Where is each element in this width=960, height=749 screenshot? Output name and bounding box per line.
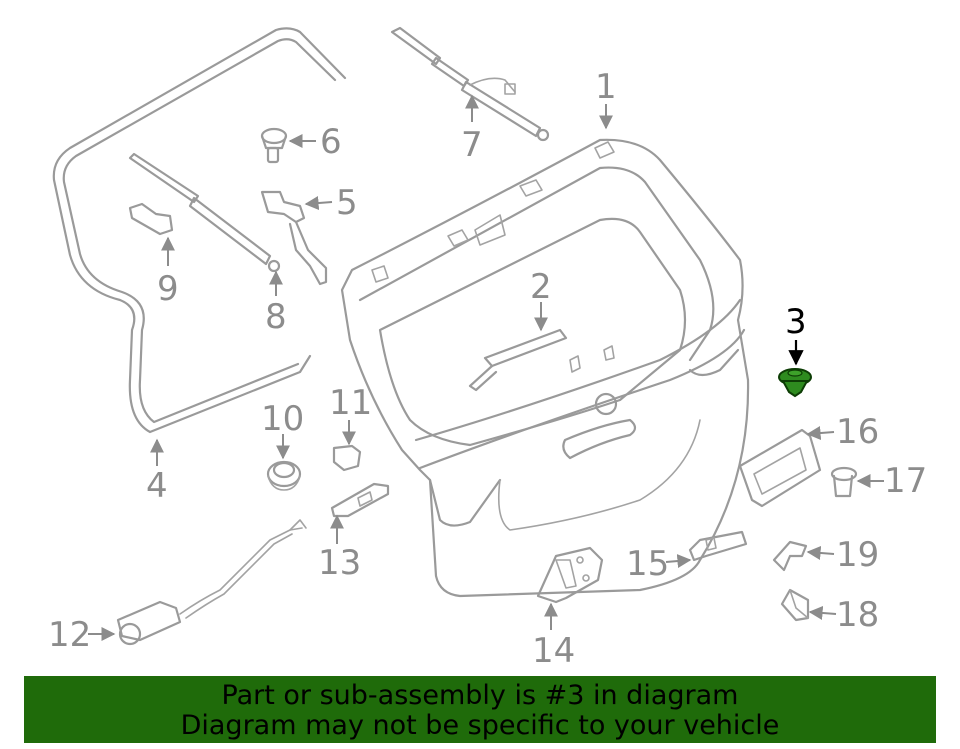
callout-11: 11	[329, 383, 372, 446]
callout-6: 6	[288, 122, 342, 162]
info-banner: Part or sub-assembly is #3 in diagram Di…	[24, 676, 936, 743]
callout-label-7: 7	[461, 125, 483, 165]
part-grommet	[266, 460, 302, 491]
callout-8: 8	[265, 270, 287, 337]
callout-label-11: 11	[329, 383, 372, 423]
part-small-bracket	[772, 540, 808, 572]
callout-label-19: 19	[836, 535, 879, 575]
callout-label-17: 17	[884, 461, 927, 501]
callout-14: 14	[532, 602, 575, 671]
callout-label-18: 18	[836, 595, 879, 635]
banner-line-2: Diagram may not be specific to your vehi…	[180, 710, 780, 741]
callout-3: 3	[785, 302, 807, 366]
part-power-strut-upper	[390, 26, 550, 142]
callout-9: 9	[157, 236, 179, 309]
callout-label-3: 3	[785, 302, 807, 342]
part-bracket	[128, 202, 174, 236]
callout-label-8: 8	[265, 297, 287, 337]
callout-18: 18	[808, 595, 879, 635]
callout-7: 7	[461, 94, 483, 165]
callout-label-14: 14	[532, 631, 575, 671]
part-actuator-cable	[116, 519, 307, 646]
part-lamp	[688, 530, 748, 562]
callout-13: 13	[318, 514, 361, 583]
part-plate-bracket	[738, 428, 822, 508]
part-bolt	[260, 127, 288, 164]
callout-label-10: 10	[261, 399, 304, 439]
callout-5: 5	[304, 183, 358, 223]
part-weatherstrip-seal	[52, 27, 347, 434]
callout-2: 2	[530, 267, 552, 332]
part-connector	[332, 444, 362, 472]
callout-label-12: 12	[48, 615, 91, 655]
callout-4: 4	[146, 438, 168, 506]
callout-label-6: 6	[320, 122, 342, 162]
callout-label-5: 5	[336, 183, 358, 223]
callout-label-15: 15	[626, 544, 669, 584]
part-hinge	[536, 546, 604, 604]
callout-1: 1	[595, 67, 617, 130]
parts-diagram: 1 2 3 4 5 6 7 8 9 10 11 12	[48, 26, 927, 671]
part-push-pin-clip	[778, 368, 812, 398]
callout-label-16: 16	[836, 412, 879, 452]
banner-line-1: Part or sub-assembly is #3 in diagram	[221, 680, 739, 711]
callout-16: 16	[806, 412, 879, 452]
part-liftgate	[340, 138, 750, 598]
callout-label-2: 2	[530, 267, 552, 307]
callout-label-4: 4	[146, 466, 168, 506]
part-plug	[830, 466, 858, 498]
callout-label-9: 9	[157, 269, 179, 309]
part-buffer	[780, 588, 810, 622]
callout-label-1: 1	[595, 67, 617, 107]
callout-17: 17	[856, 461, 927, 501]
part-handle-bracket	[468, 328, 615, 392]
callout-12: 12	[48, 615, 116, 655]
callout-15: 15	[626, 544, 692, 584]
callout-19: 19	[806, 535, 879, 575]
callout-label-13: 13	[318, 543, 361, 583]
callout-10: 10	[261, 399, 304, 460]
part-hinge-bracket	[260, 190, 328, 286]
part-latch	[330, 482, 390, 518]
